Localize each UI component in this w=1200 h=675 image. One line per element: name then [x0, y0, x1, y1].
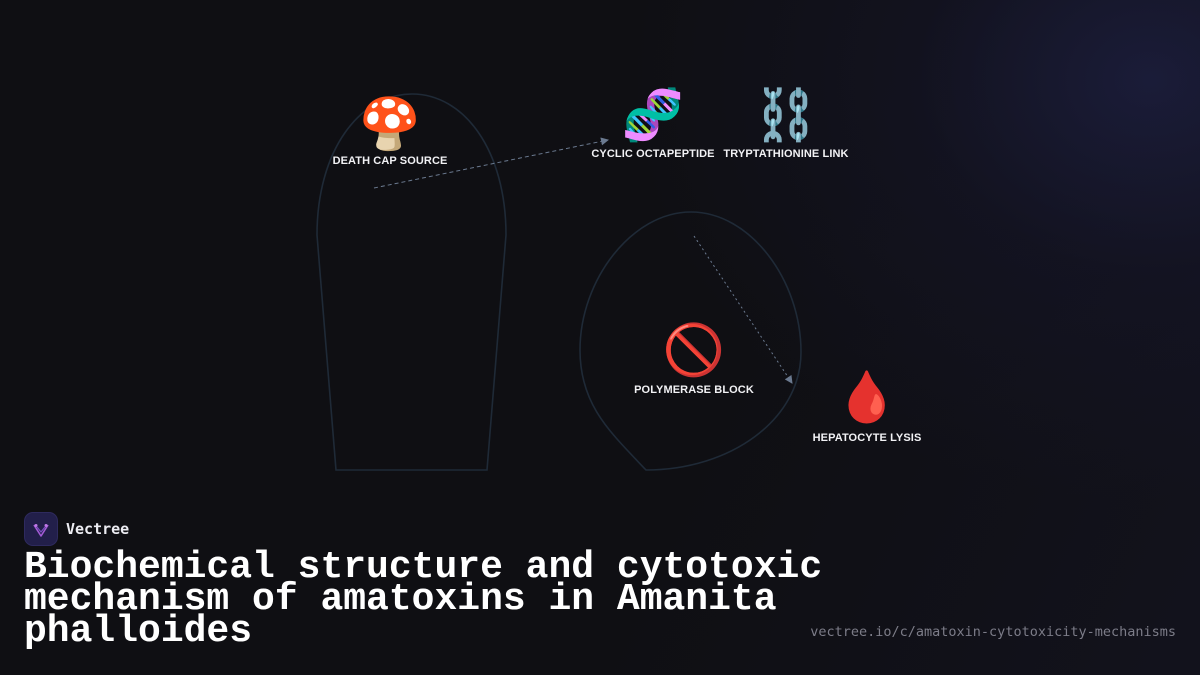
- node-cyclic-octapeptide: 🧬 CYCLIC OCTAPEPTIDE: [591, 90, 714, 160]
- blood-drop-icon: 🩸: [835, 368, 899, 426]
- node-death-cap-source: 🍄 DEATH CAP SOURCE: [333, 99, 448, 167]
- brand-name: Vectree: [66, 520, 130, 538]
- vectree-logo-icon: [24, 512, 58, 546]
- node-tryptathionine-link: ⛓️ TRYPTATHIONINE LINK: [723, 90, 848, 160]
- mushroom-outline-shape: [316, 93, 507, 471]
- node-label-polymerase-block: POLYMERASE BLOCK: [634, 384, 754, 396]
- node-hepatocyte-lysis: 🩸 HEPATOCYTE LYSIS: [813, 372, 922, 444]
- node-label-cyclic-octapeptide: CYCLIC OCTAPEPTIDE: [591, 148, 715, 160]
- node-polymerase-block: 🚫 POLYMERASE BLOCK: [634, 325, 754, 396]
- node-label-tryptathionine-link: TRYPTATHIONINE LINK: [723, 148, 849, 160]
- mushroom-icon: 🍄: [358, 95, 422, 153]
- dna-icon: 🧬: [621, 86, 685, 144]
- node-label-death-cap-source: DEATH CAP SOURCE: [332, 155, 448, 167]
- page-url: vectree.io/c/amatoxin-cytotoxicity-mecha…: [810, 624, 1176, 640]
- page-title: Biochemical structure and cytotoxic mech…: [24, 546, 823, 653]
- droplet-outline-shape: [579, 211, 802, 471]
- brand: Vectree: [24, 512, 129, 546]
- chain-icon: ⛓️: [754, 86, 818, 144]
- connector-source-to-octapeptide: [373, 137, 609, 189]
- prohibited-icon: 🚫: [662, 321, 726, 379]
- node-label-hepatocyte-lysis: HEPATOCYTE LYSIS: [812, 432, 922, 444]
